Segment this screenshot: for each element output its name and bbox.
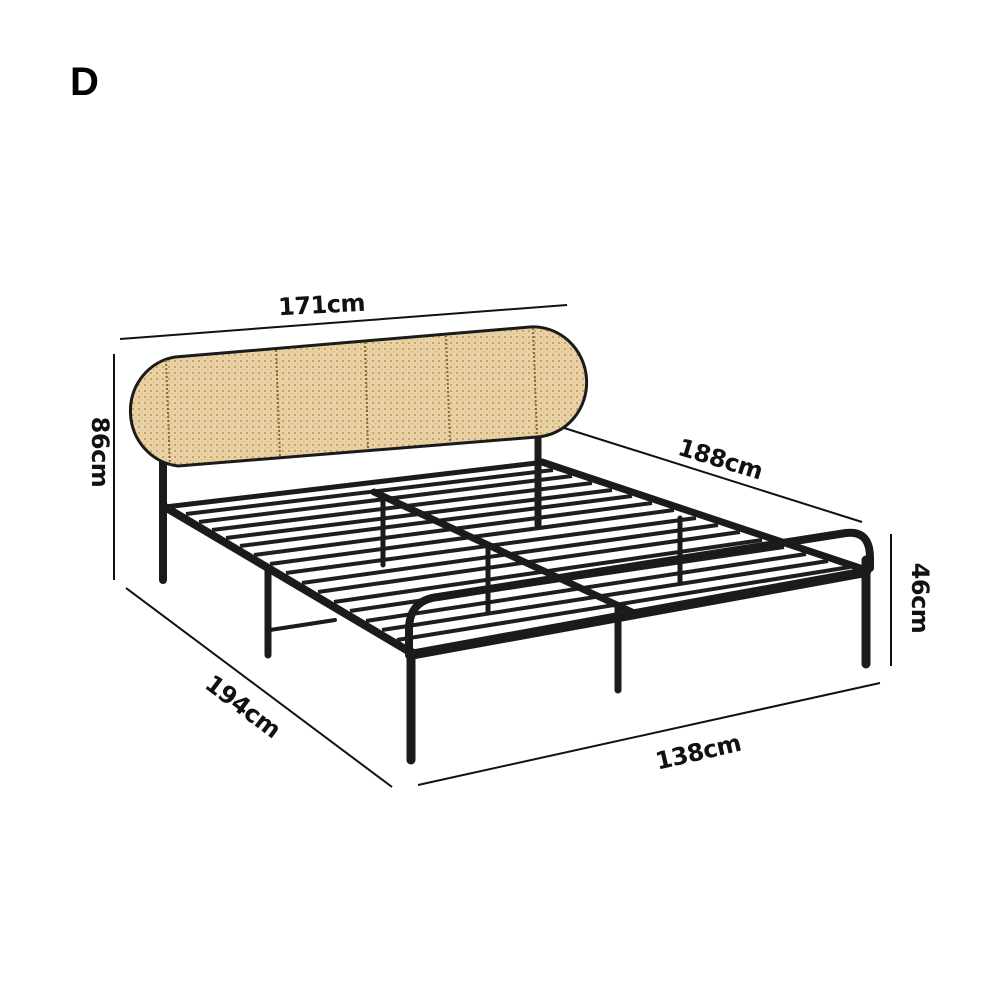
- variant-label: D: [70, 60, 99, 104]
- back-rail: [162, 459, 548, 510]
- foot-rail: [405, 567, 871, 660]
- bed-frame-illustration: [128, 325, 874, 765]
- dimension-label-138: 138cm: [653, 729, 744, 776]
- dimension-label-86: 86cm: [86, 417, 114, 488]
- side-rail-left: [161, 503, 414, 656]
- side-rail-right: [538, 458, 870, 574]
- center-support-beam: [370, 488, 636, 616]
- rattan-headboard: [128, 325, 589, 468]
- side-crossbar: [268, 618, 337, 632]
- dimension-frame-height: 46cm: [890, 534, 934, 666]
- footboard-rail: [405, 528, 874, 654]
- dimension-label-171: 171cm: [277, 289, 365, 322]
- slats: [185, 468, 851, 642]
- dimension-line: [417, 682, 881, 786]
- dimension-line: [560, 426, 863, 523]
- dimension-line: [125, 587, 393, 788]
- dimension-label-46: 46cm: [906, 563, 934, 634]
- dimension-line: [119, 304, 568, 340]
- dimension-label-194: 194cm: [200, 669, 286, 744]
- dimension-headboard-width: 171cm: [119, 289, 568, 340]
- dimension-headboard-height: 86cm: [86, 354, 115, 580]
- dimension-overall-width: 138cm: [417, 682, 881, 786]
